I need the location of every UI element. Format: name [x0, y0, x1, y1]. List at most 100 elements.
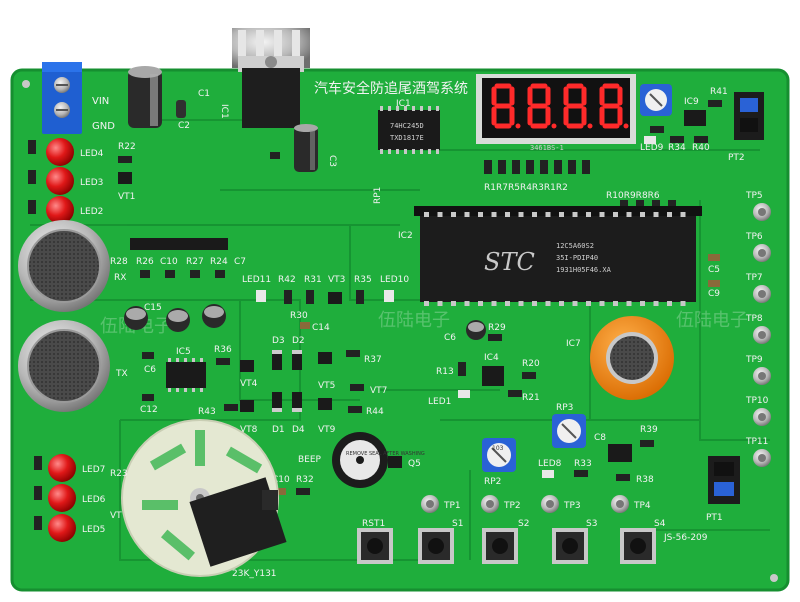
potentiometer — [552, 414, 586, 448]
smd-resistor — [28, 140, 36, 154]
smd-led — [458, 390, 470, 398]
mcu-line3: 1931H05F46.XA — [556, 266, 612, 274]
label-c6-right: C6 — [444, 333, 456, 343]
label-r31: R31 — [304, 275, 322, 285]
label-ic1-shift: IC1 — [396, 99, 411, 109]
smd-resistor — [34, 486, 42, 500]
voltage-regulator — [232, 28, 310, 128]
test-point-label: TP5 — [745, 191, 763, 201]
smd-resistor — [488, 334, 502, 341]
test-point[interactable] — [611, 495, 629, 513]
label-r27: R27 — [186, 257, 204, 267]
test-point[interactable] — [753, 244, 771, 262]
smd-resistor — [34, 456, 42, 470]
test-point[interactable] — [541, 495, 559, 513]
label-r43: R43 — [198, 407, 216, 417]
label-tx: TX — [115, 369, 128, 379]
watermark: 伍陆电子 — [676, 310, 748, 331]
test-point-label: TP9 — [745, 355, 763, 365]
test-point[interactable] — [421, 495, 439, 513]
label-led8: LED8 — [538, 459, 562, 469]
label-vt9: VT9 — [318, 425, 336, 435]
label-q5: Q5 — [408, 459, 421, 469]
push-button-s2[interactable] — [482, 528, 518, 564]
red-led — [48, 454, 76, 482]
buzzer-label: REMOVE SEAL AFTER WASHING — [346, 451, 425, 457]
smd-resistor — [284, 290, 292, 304]
ic9-chip — [684, 110, 706, 126]
ceramic-capacitor — [176, 100, 186, 118]
label-rp1: RP1 — [373, 187, 383, 204]
label-vt3: VT3 — [328, 275, 345, 285]
smd-resistor — [574, 470, 588, 477]
buzzer — [332, 432, 388, 488]
label-pt2: PT2 — [728, 153, 745, 163]
test-point[interactable] — [753, 449, 771, 467]
push-button-rst[interactable] — [357, 528, 393, 564]
label-r28: R28 — [110, 257, 128, 267]
label-c14: C14 — [312, 323, 330, 333]
label-led3: LED3 — [80, 178, 103, 188]
label-gnd: GND — [92, 121, 115, 132]
red-led — [46, 196, 74, 224]
smd-resistor — [224, 404, 238, 411]
smd-resistor — [296, 488, 310, 495]
ic5-chip — [166, 358, 206, 392]
diode — [272, 350, 282, 370]
label-ic7: IC7 — [566, 339, 581, 349]
test-point[interactable] — [753, 285, 771, 303]
label-d4: D4 — [292, 425, 305, 435]
switch-label: S2 — [518, 519, 529, 529]
ic8-chip — [608, 444, 632, 462]
diode — [272, 392, 282, 412]
label-ic4: IC4 — [484, 353, 499, 363]
test-point[interactable] — [753, 203, 771, 221]
push-button-s3[interactable] — [552, 528, 588, 564]
label-c5: C5 — [708, 265, 720, 275]
test-point-label: TP2 — [503, 501, 521, 511]
test-point[interactable] — [753, 326, 771, 344]
electrolytic-capacitor — [124, 306, 148, 330]
label-ic9: IC9 — [684, 97, 699, 107]
display-digit — [491, 83, 521, 129]
label-led2: LED2 — [80, 207, 103, 217]
test-point[interactable] — [753, 408, 771, 426]
mounting-hole — [22, 80, 30, 88]
red-led — [46, 138, 74, 166]
smd-resistor — [348, 406, 362, 413]
label-d2: D2 — [292, 336, 305, 346]
transistor — [118, 172, 132, 184]
test-point[interactable] — [753, 367, 771, 385]
smd-component — [142, 352, 154, 359]
label-led1: LED1 — [428, 397, 451, 407]
diode — [292, 392, 302, 412]
push-button-s1[interactable] — [418, 528, 454, 564]
board-title: 汽车安全防追尾酒驾系统 — [314, 80, 468, 97]
label-vt4: VT4 — [240, 379, 258, 389]
smd-capacitor — [708, 280, 720, 287]
ic4-chip — [482, 366, 504, 386]
smd-resistor — [306, 290, 314, 304]
red-led — [48, 514, 76, 542]
smd-resistor — [216, 358, 230, 365]
shift-chip-marking: 74HC245D — [390, 122, 424, 130]
label-r20: R20 — [522, 359, 540, 369]
smd-resistor — [28, 200, 36, 214]
smd-resistor — [708, 100, 722, 107]
seven-segment-display — [476, 74, 636, 144]
test-point-label: TP1 — [443, 501, 461, 511]
test-point-label: TP11 — [745, 437, 768, 447]
label-c10: C10 — [160, 257, 178, 267]
test-point-label: TP6 — [745, 232, 763, 242]
push-button-s4[interactable] — [620, 528, 656, 564]
label-r22: R22 — [118, 142, 136, 152]
label-led11: LED11 — [242, 275, 271, 285]
label-led4: LED4 — [80, 149, 104, 159]
electrolytic-capacitor — [294, 124, 318, 172]
shift-register-chip — [378, 106, 440, 154]
label-model: JS-56-209 — [663, 533, 708, 543]
label-c8: C8 — [594, 433, 606, 443]
transistor — [318, 398, 332, 410]
test-point[interactable] — [481, 495, 499, 513]
